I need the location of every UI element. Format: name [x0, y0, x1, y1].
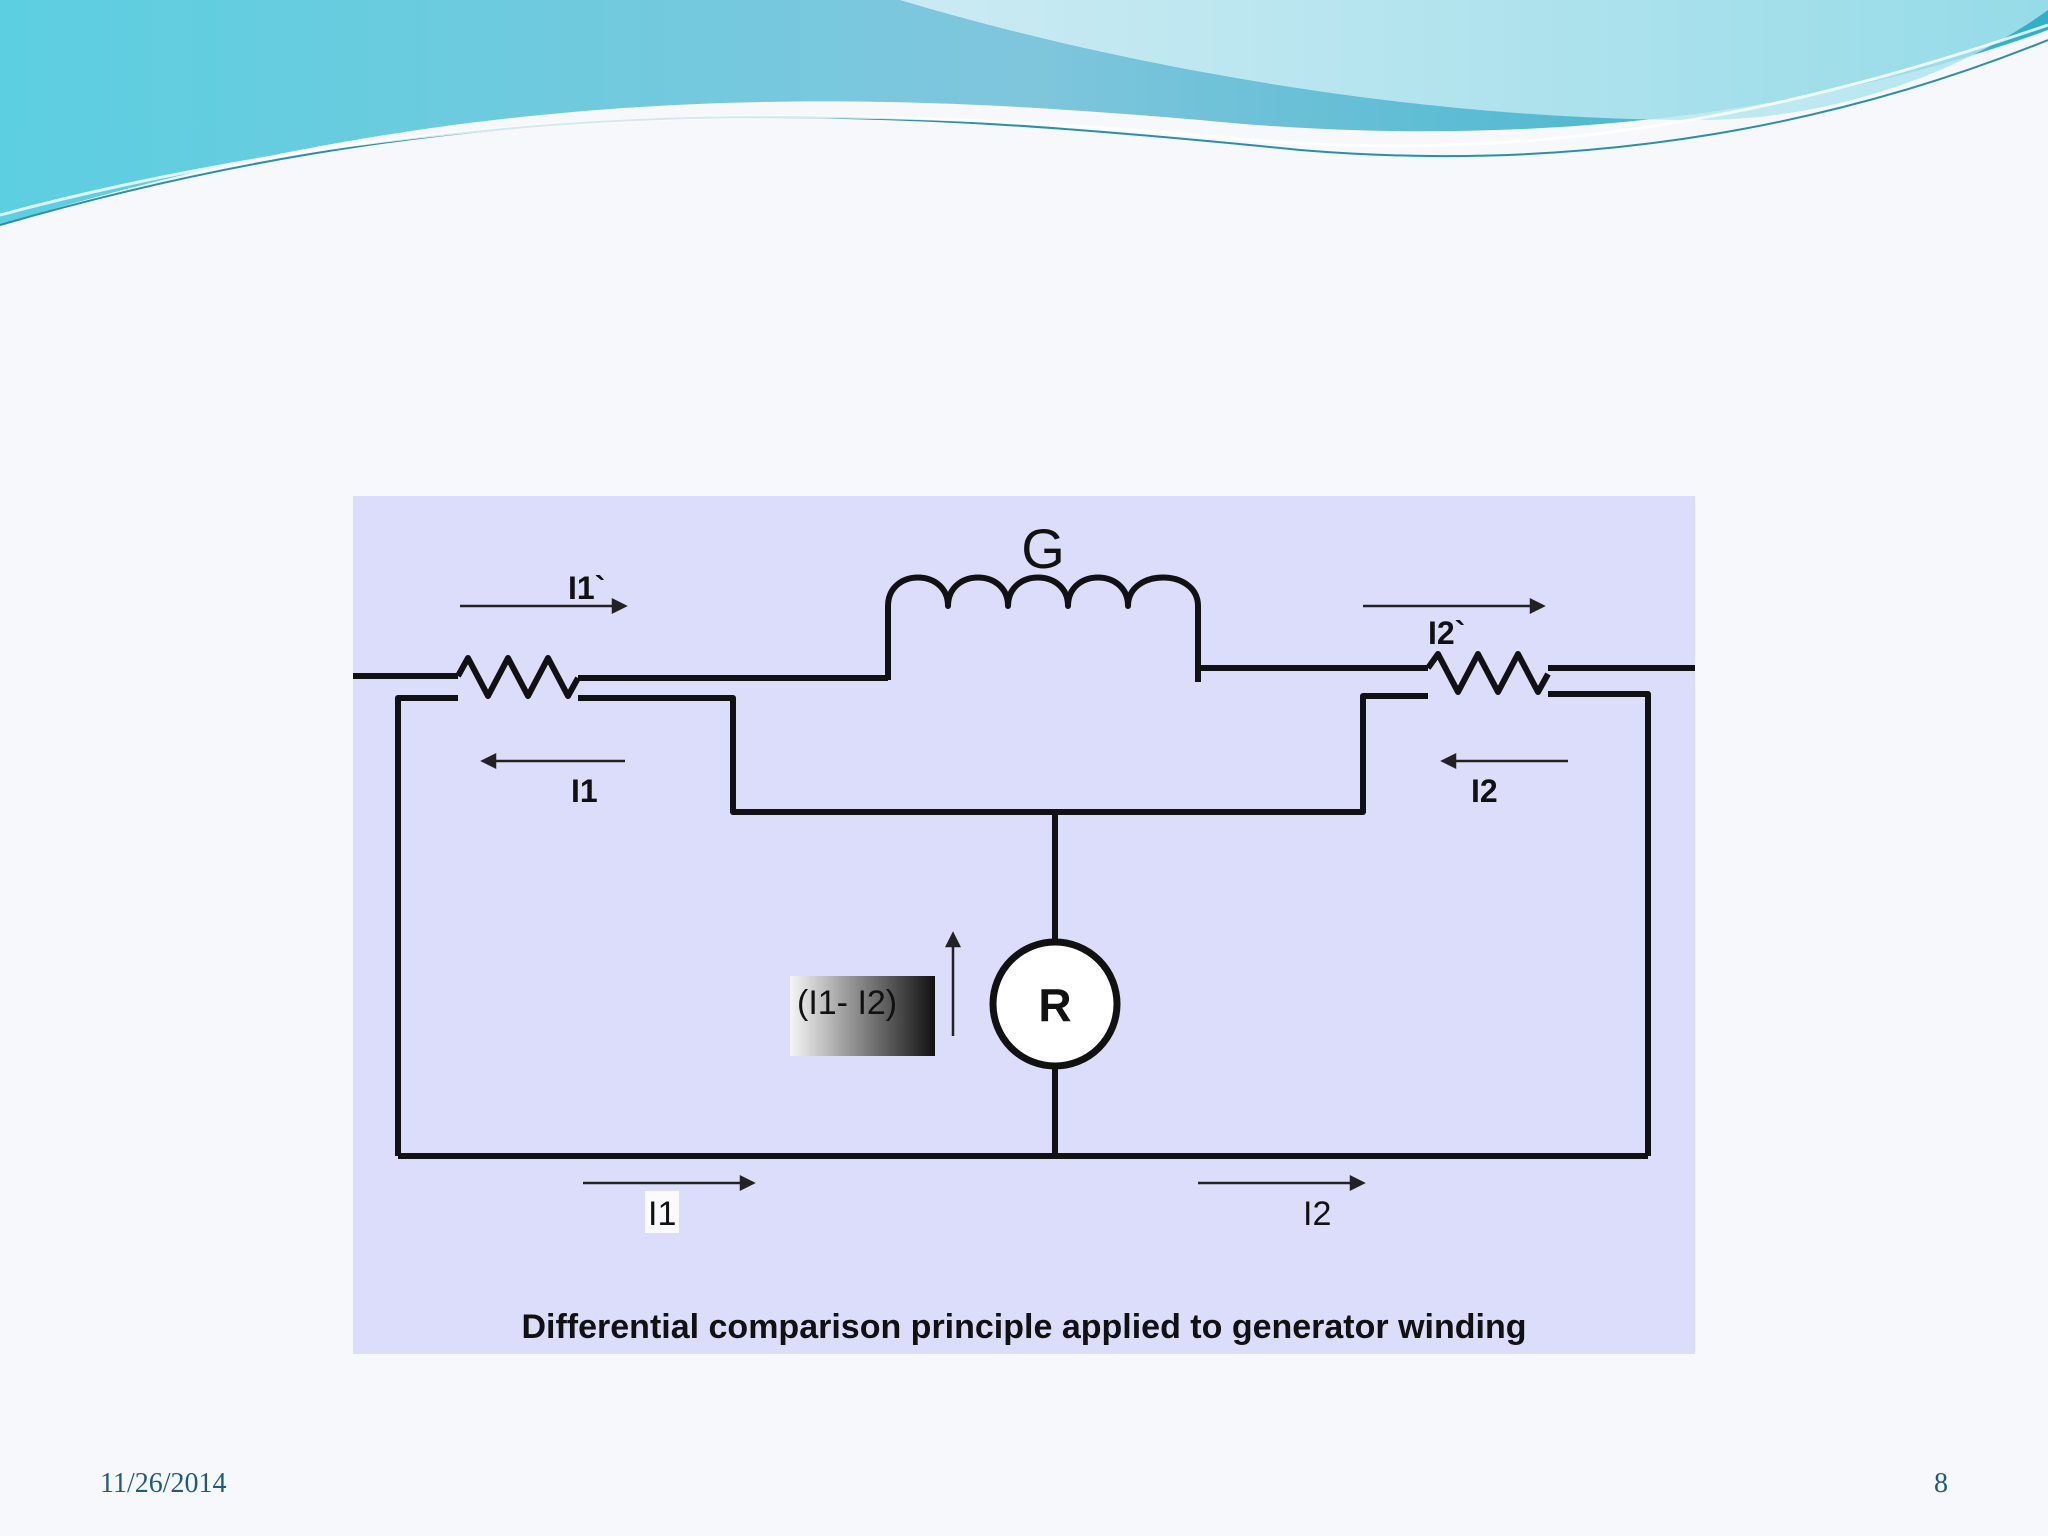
label-bottom-i2: I2 [1303, 1195, 1331, 1233]
label-i1-secondary: I1 [571, 773, 598, 809]
circuit-diagram: R G I1` I1 I2` I2 I1 I2 ( [353, 496, 1695, 1354]
ct-left-outer-wire [395, 695, 458, 1156]
header-wave-decoration [0, 0, 2048, 226]
slide-date: 11/26/2014 [100, 1468, 227, 1499]
slide-page-number: 8 [1934, 1468, 1948, 1499]
arrow-i2-prime-head [1529, 597, 1546, 615]
ct-right-primary-resistor [1425, 651, 1551, 695]
differential-label: (I1- I2) [797, 984, 897, 1022]
relay-label: R [1038, 979, 1071, 1031]
label-i1-prime: I1` [568, 570, 605, 606]
ct-right-outer-wire [1548, 691, 1651, 1156]
ct-left-primary-resistor [455, 655, 581, 699]
generator-winding [885, 574, 1201, 682]
circuit-diagram-svg: R G I1` I1 I2` I2 I1 I2 ( [353, 517, 1695, 1346]
label-bottom-i1: I1 [648, 1195, 676, 1233]
arrow-i2-right-head [1440, 752, 1457, 770]
arrow-i1-left-head [480, 752, 497, 770]
differential-label-box [790, 976, 935, 1056]
ct-right-secondary-wire [1013, 693, 1428, 815]
arrow-i1-prime-head [611, 597, 628, 615]
generator-label: G [1021, 517, 1065, 580]
diagram-caption: Differential comparison principle applie… [521, 1308, 1526, 1346]
arrow-diff-up-head [944, 931, 962, 948]
ct-left-secondary-wire [578, 695, 1013, 815]
label-i2-secondary: I2 [1471, 773, 1498, 809]
label-i2-prime: I2` [1428, 615, 1465, 651]
label-bottom-i1-bg [645, 1191, 679, 1233]
arrow-bottom-i2-head [1349, 1174, 1366, 1192]
relay-circle [989, 938, 1121, 1070]
arrow-bottom-i1-head [739, 1174, 756, 1192]
